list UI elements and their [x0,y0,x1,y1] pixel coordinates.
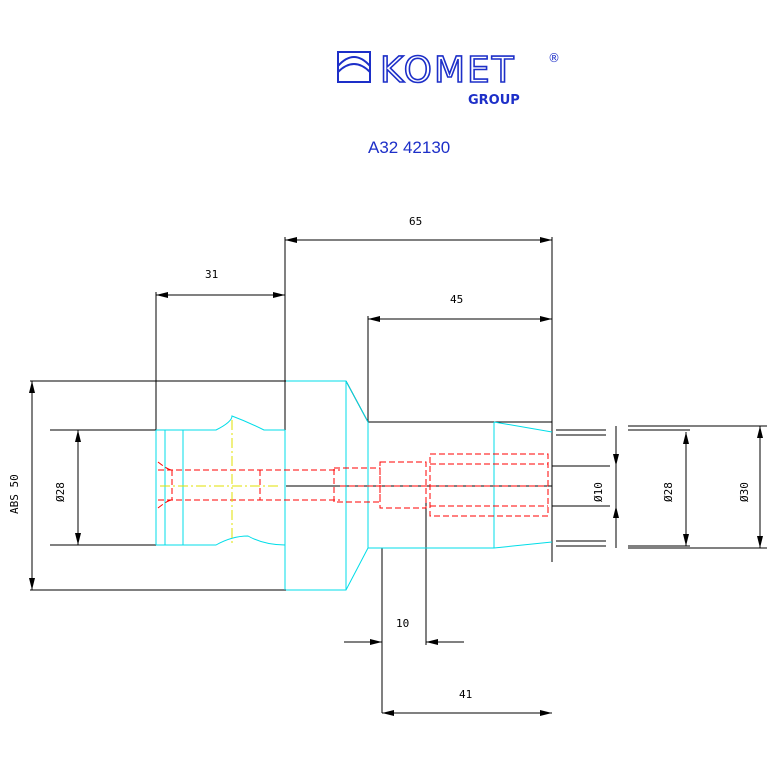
brand-group: GROUP [468,93,520,108]
dim-outer-dia: Ø30 [738,482,751,502]
dim-overall-length: 65 [409,215,422,228]
part-edges [155,380,553,591]
dim-bore-dia: Ø10 [592,482,605,502]
dimension-lines [31,239,761,714]
dimension-arrows [29,237,763,716]
brand-name: KOMET [380,50,516,91]
dim-shank-length: 31 [205,268,218,281]
hidden-lines [157,453,549,517]
centerlines [160,420,280,545]
part-outline [30,237,767,713]
dim-thread-depth: 10 [396,617,409,630]
dim-abs-size: ABS 50 [8,474,21,514]
dim-front-length: 45 [450,293,463,306]
komet-logo: KOMET ® GROUP [337,49,560,108]
registered-mark: ® [548,51,560,65]
dim-left-dia: Ø28 [54,482,67,502]
dim-collar-dia: Ø28 [662,482,675,502]
dim-nut-length: 41 [459,688,472,701]
komet-emblem-icon [337,51,371,83]
part-number: A32 42130 [368,138,450,157]
